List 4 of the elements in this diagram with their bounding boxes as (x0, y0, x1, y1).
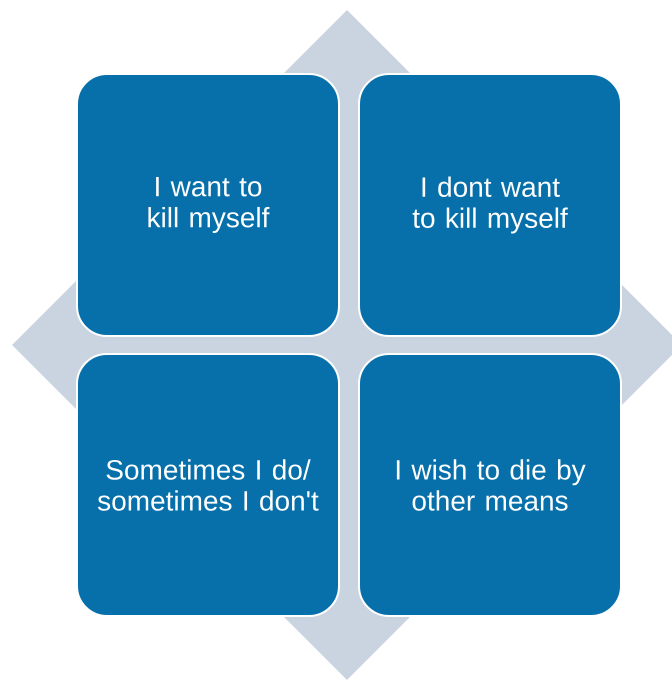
rounded-box: I dont want to kill myself (358, 73, 622, 337)
rounded-box: I wish to die by other means (358, 353, 622, 617)
rounded-box: I want to kill myself (76, 73, 340, 337)
rounded-box: Sometimes I do/ sometimes I don't (76, 353, 340, 617)
